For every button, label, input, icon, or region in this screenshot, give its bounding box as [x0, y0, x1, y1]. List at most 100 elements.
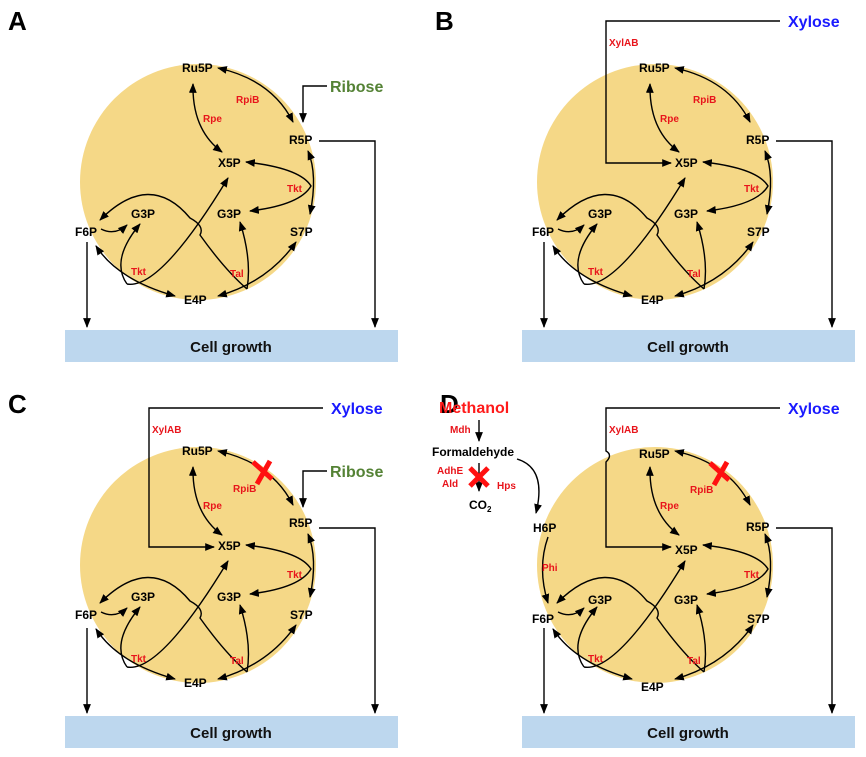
metabolite-f6p: F6P: [532, 612, 554, 626]
arrow-f6p-g3p: [557, 607, 585, 617]
arrow-e4p-s7p: [217, 241, 297, 298]
enzyme-tkt-right: Tkt: [744, 570, 760, 581]
cell-growth-bar: [522, 330, 855, 362]
enzyme-tkt-left: Tkt: [131, 654, 147, 665]
substrate-xylose: Xylose: [788, 14, 840, 31]
metabolite-s7p: S7P: [747, 612, 770, 626]
enzyme-tkt-left: Tkt: [588, 654, 604, 665]
enzyme-ald: Ald: [442, 479, 458, 490]
enzyme-rpe: Rpe: [660, 501, 679, 512]
panel-label: A: [8, 6, 27, 36]
co2-subscript: 2: [487, 505, 492, 514]
cell-growth-label: Cell growth: [647, 339, 729, 356]
enzyme-rpe: Rpe: [203, 114, 222, 125]
substrate-ribose: Ribose: [330, 79, 383, 96]
metabolite-ru5p: Ru5P: [182, 444, 213, 458]
enzyme-rpe: Rpe: [660, 114, 679, 125]
metabolite-formaldehyde: Formaldehyde: [432, 445, 514, 459]
enzyme-rpib: RpiB: [690, 485, 713, 496]
metabolite-f6p: F6P: [75, 608, 97, 622]
substrate-methanol: Methanol: [439, 400, 509, 417]
arrow-r5p-s7p: [764, 533, 773, 598]
metabolite-x5p: X5P: [675, 543, 698, 557]
metabolite-ru5p: Ru5P: [639, 61, 670, 75]
metabolite-r5p: R5P: [746, 133, 769, 147]
enzyme-tal: Tal: [230, 656, 244, 667]
cell-growth-bar: [522, 716, 855, 748]
knockout-adhe-ald-icon: [468, 466, 490, 488]
arrow-f6p-e4p: [552, 245, 633, 298]
enzyme-tal: Tal: [687, 656, 701, 667]
arrow-r5p-s7p: [307, 533, 316, 598]
pentose-phosphate-cycle-background: [537, 64, 773, 300]
metabolite-g3p-right: G3P: [217, 590, 241, 604]
arrow-e4p-s7p: [674, 241, 754, 298]
panel-d: D Ru5P R5P X5P G3P G3P F6P S7P E4P H6P R…: [432, 389, 855, 748]
metabolite-r5p: R5P: [746, 520, 769, 534]
panel-c: C Ru5P R5P X5P G3P G3P F6P S7P E4P RpiB …: [8, 389, 398, 748]
metabolite-x5p: X5P: [218, 539, 241, 553]
panel-label: D: [440, 389, 459, 419]
metabolite-r5p: R5P: [289, 516, 312, 530]
metabolite-co2: CO2: [469, 498, 492, 514]
metabolite-f6p: F6P: [75, 225, 97, 239]
arrow-xylose-x5p: [148, 407, 323, 551]
cell-growth-bar: [65, 330, 398, 362]
arrow-r5p-growth: [319, 140, 379, 328]
arrow-tal-g3p-right: [238, 221, 250, 290]
arrow-to-x5p: [583, 177, 686, 285]
arrow-r5p-growth: [776, 527, 836, 714]
enzyme-xylab: XylAB: [609, 425, 638, 436]
metabolite-e4p: E4P: [184, 676, 207, 690]
enzyme-tkt-right: Tkt: [287, 570, 303, 581]
arrow-tkt-right: [245, 159, 312, 214]
metabolite-g3p-right: G3P: [217, 207, 241, 221]
arrow-f6p-g3p: [100, 224, 128, 234]
arrow-ribose-r5p: [299, 470, 327, 508]
arrow-to-x5p: [126, 560, 229, 668]
metabolite-e4p: E4P: [641, 680, 664, 694]
arrow-xylose-x5p: [605, 407, 780, 551]
metabolite-f6p: F6P: [532, 225, 554, 239]
enzyme-tkt-right: Tkt: [744, 184, 760, 195]
metabolite-g3p-left: G3P: [588, 207, 612, 221]
arrow-ribose-r5p: [299, 85, 327, 123]
enzyme-rpib: RpiB: [233, 484, 256, 495]
arrow-r5p-s7p: [307, 150, 316, 215]
enzyme-rpe: Rpe: [203, 501, 222, 512]
enzyme-hps: Hps: [497, 481, 516, 492]
enzyme-adhe: AdhE: [437, 466, 463, 477]
arrow-f6p-e4p: [95, 628, 176, 681]
metabolite-ru5p: Ru5P: [182, 61, 213, 75]
arrow-tkt-right: [245, 542, 312, 597]
arrow-ru5p-x5p: [188, 466, 223, 536]
metabolite-h6p: H6P: [533, 521, 556, 535]
metabolite-s7p: S7P: [290, 608, 313, 622]
metabolite-g3p-left: G3P: [131, 590, 155, 604]
arrow-f6p-e4p: [552, 628, 633, 681]
arrow-to-g3p-left: [120, 223, 141, 285]
knockout-rpib-icon: [251, 459, 274, 486]
metabolite-x5p: X5P: [218, 156, 241, 170]
substrate-xylose: Xylose: [788, 401, 840, 418]
panel-b: B Ru5P R5P X5P G3P G3P F6P S7P E4P RpiB …: [435, 6, 855, 362]
arrow-ru5p-r5p: [217, 66, 294, 123]
arrow-ru5p-x5p: [188, 83, 223, 153]
cell-growth-label: Cell growth: [190, 725, 272, 742]
metabolite-g3p-right: G3P: [674, 207, 698, 221]
arrow-tkt-right: [702, 542, 769, 597]
panel-label: B: [435, 6, 454, 36]
metabolite-r5p: R5P: [289, 133, 312, 147]
metabolite-g3p-left: G3P: [131, 207, 155, 221]
metabolite-s7p: S7P: [747, 225, 770, 239]
enzyme-mdh: Mdh: [450, 425, 471, 436]
enzyme-phi: Phi: [542, 563, 558, 574]
metabolite-x5p: X5P: [675, 156, 698, 170]
arrow-r5p-growth: [776, 140, 836, 328]
enzyme-tkt-left: Tkt: [131, 267, 147, 278]
arrow-to-g3p-left: [120, 606, 141, 668]
cell-growth-label: Cell growth: [190, 339, 272, 356]
arrow-e4p-s7p: [217, 624, 297, 681]
panel-a: A Ru5P R5P X5P G3P G3P F6P S7P E4P RpiB …: [8, 6, 398, 362]
